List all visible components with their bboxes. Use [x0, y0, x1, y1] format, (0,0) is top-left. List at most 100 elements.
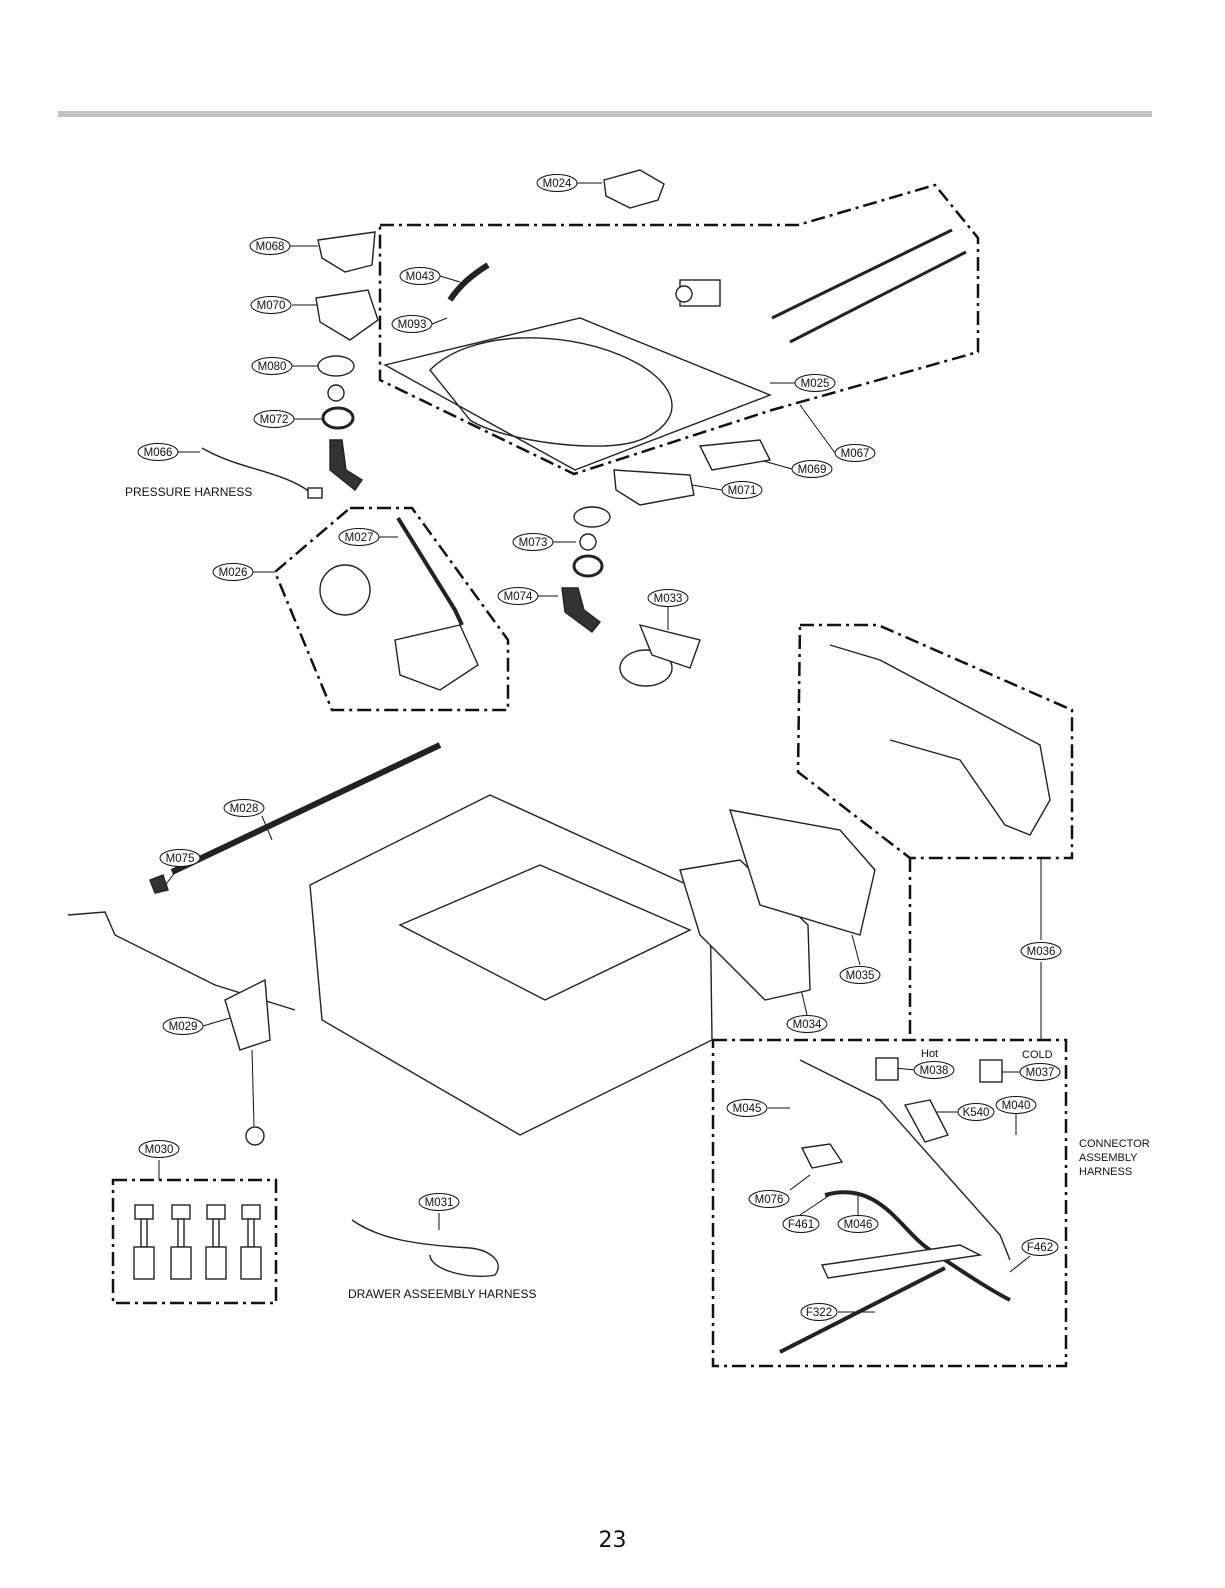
top-plate-opening	[429, 337, 673, 447]
page-number: 23	[598, 1528, 627, 1553]
label-M025: M025	[794, 374, 836, 392]
svg-text:M024: M024	[543, 178, 572, 190]
funnel-part	[315, 289, 379, 341]
m046-hose-part	[824, 1190, 1011, 1302]
tray-lower-part	[698, 439, 772, 471]
elbow-hose-part	[329, 439, 363, 492]
top-plate-part	[383, 317, 772, 471]
label-M093: M093	[391, 315, 433, 333]
label-M043: M043	[399, 267, 441, 285]
label-M070: M070	[250, 296, 292, 314]
inlet-hose-part	[829, 644, 1051, 836]
svg-text:M080: M080	[258, 361, 287, 373]
arm-part	[820, 1244, 983, 1279]
caption-connector-line2: ASSEMBLY	[1079, 1152, 1138, 1164]
label-M033: M033	[647, 589, 689, 607]
label-M076: M076	[748, 1190, 790, 1208]
svg-text:M069: M069	[798, 464, 827, 476]
long-rod-part	[170, 742, 442, 875]
label-M040: M040	[995, 1096, 1037, 1114]
svg-text:M067: M067	[841, 448, 870, 460]
label-M030: M030	[138, 1140, 180, 1158]
panel-back-part	[728, 809, 876, 936]
tray-part	[317, 231, 376, 273]
ring-lower-part	[573, 506, 611, 528]
funnel-lower-part	[613, 469, 695, 506]
svg-text:M073: M073	[519, 537, 548, 549]
seal-part	[321, 406, 355, 430]
svg-text:M045: M045	[733, 1103, 762, 1115]
svg-text:M093: M093	[398, 319, 427, 331]
drawer-floor-part	[398, 864, 692, 1001]
caption-cold: COLD	[1022, 1049, 1053, 1061]
spring-part	[447, 262, 490, 302]
inlet-hose-boundary	[796, 623, 1074, 860]
label-M080: M080	[251, 357, 293, 375]
svg-text:M070: M070	[257, 300, 286, 312]
label-M045: M045	[726, 1099, 768, 1117]
label-F322: F322	[800, 1303, 838, 1321]
drawer-harness-part	[351, 1219, 499, 1277]
label-M038: M038	[913, 1061, 955, 1079]
valve-bar-part	[799, 1059, 1011, 1261]
svg-text:M035: M035	[846, 970, 875, 982]
svg-text:M068: M068	[256, 241, 285, 253]
valve-small-part	[800, 1143, 844, 1169]
svg-text:M046: M046	[844, 1219, 873, 1231]
label-M027: M027	[338, 528, 380, 546]
svg-text:M033: M033	[654, 593, 683, 605]
label-M037: M037	[1019, 1063, 1061, 1081]
valve-assembly-boundary	[711, 1038, 1068, 1368]
label-M026: M026	[212, 563, 254, 581]
oring-part	[327, 384, 345, 402]
svg-text:M030: M030	[145, 1144, 174, 1156]
svg-text:M071: M071	[728, 485, 757, 497]
seal-lower-part	[572, 554, 604, 578]
switch-knob	[675, 285, 693, 303]
motor-part	[619, 649, 673, 687]
pump-group-boundary	[273, 506, 510, 712]
elbow-lower-part	[561, 587, 601, 633]
svg-text:M075: M075	[166, 853, 195, 865]
label-M072: M072	[253, 410, 295, 428]
panel-front-part	[679, 859, 811, 1001]
caption-hot: Hot	[921, 1048, 938, 1060]
label-F462: F462	[1021, 1238, 1059, 1256]
svg-text:M066: M066	[144, 447, 173, 459]
label-M067: M067	[834, 444, 876, 462]
label-F461: F461	[782, 1215, 820, 1233]
label-M068: M068	[249, 237, 291, 255]
svg-text:F461: F461	[788, 1219, 814, 1231]
label-M069: M069	[791, 460, 833, 478]
svg-text:M034: M034	[793, 1019, 822, 1031]
label-M034: M034	[786, 1015, 828, 1033]
feet-parts	[133, 1204, 262, 1280]
label-M074: M074	[497, 587, 539, 605]
f322-hose-part	[779, 1266, 946, 1354]
pump-impeller-part	[319, 564, 371, 616]
svg-text:M028: M028	[230, 803, 259, 815]
svg-text:M036: M036	[1027, 946, 1056, 958]
label-M028: M028	[223, 799, 265, 817]
caption-connector-line3: HARNESS	[1079, 1166, 1132, 1178]
label-M066: M066	[137, 443, 179, 461]
rail-part	[771, 228, 953, 320]
caption-connector-line1: CONNECTOR	[1079, 1138, 1150, 1150]
svg-text:M072: M072	[260, 414, 289, 426]
svg-text:M025: M025	[801, 378, 830, 390]
actuator-part	[224, 978, 271, 1051]
cold-valve-part	[979, 1059, 1003, 1083]
svg-text:M038: M038	[920, 1065, 949, 1077]
pump-body-part	[394, 624, 479, 691]
label-M071: M071	[721, 481, 763, 499]
label-M036: M036	[1020, 942, 1062, 960]
label-M035: M035	[839, 966, 881, 984]
label-M073: M073	[512, 533, 554, 551]
top-cover-group-boundary	[378, 183, 980, 476]
label-M031: M031	[418, 1193, 460, 1211]
svg-text:M029: M029	[169, 1021, 198, 1033]
connector-part	[307, 487, 323, 499]
svg-text:M076: M076	[755, 1194, 784, 1206]
gear-part	[245, 1126, 265, 1146]
